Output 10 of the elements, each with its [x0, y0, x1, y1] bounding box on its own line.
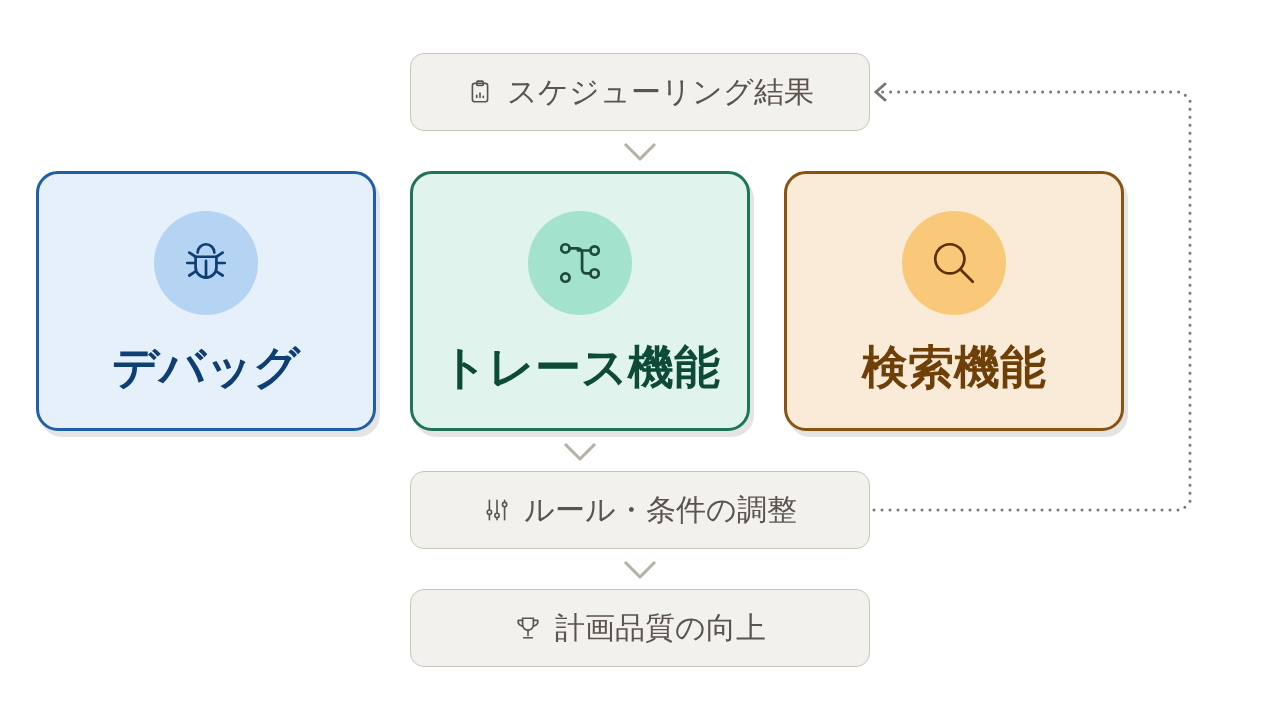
step-label: 計画品質の向上 — [554, 608, 766, 647]
step-box — [410, 589, 870, 667]
step-box — [410, 471, 870, 549]
dotted-arrow — [872, 82, 1192, 512]
card-title: 検索機能 — [862, 339, 1046, 396]
step-box — [410, 53, 870, 131]
card-title: デバッグ — [112, 339, 300, 396]
step-label: スケジューリング結果 — [506, 72, 814, 111]
step-label: ルール・条件の調整 — [523, 490, 797, 529]
card-title: トレース機能 — [440, 339, 720, 396]
